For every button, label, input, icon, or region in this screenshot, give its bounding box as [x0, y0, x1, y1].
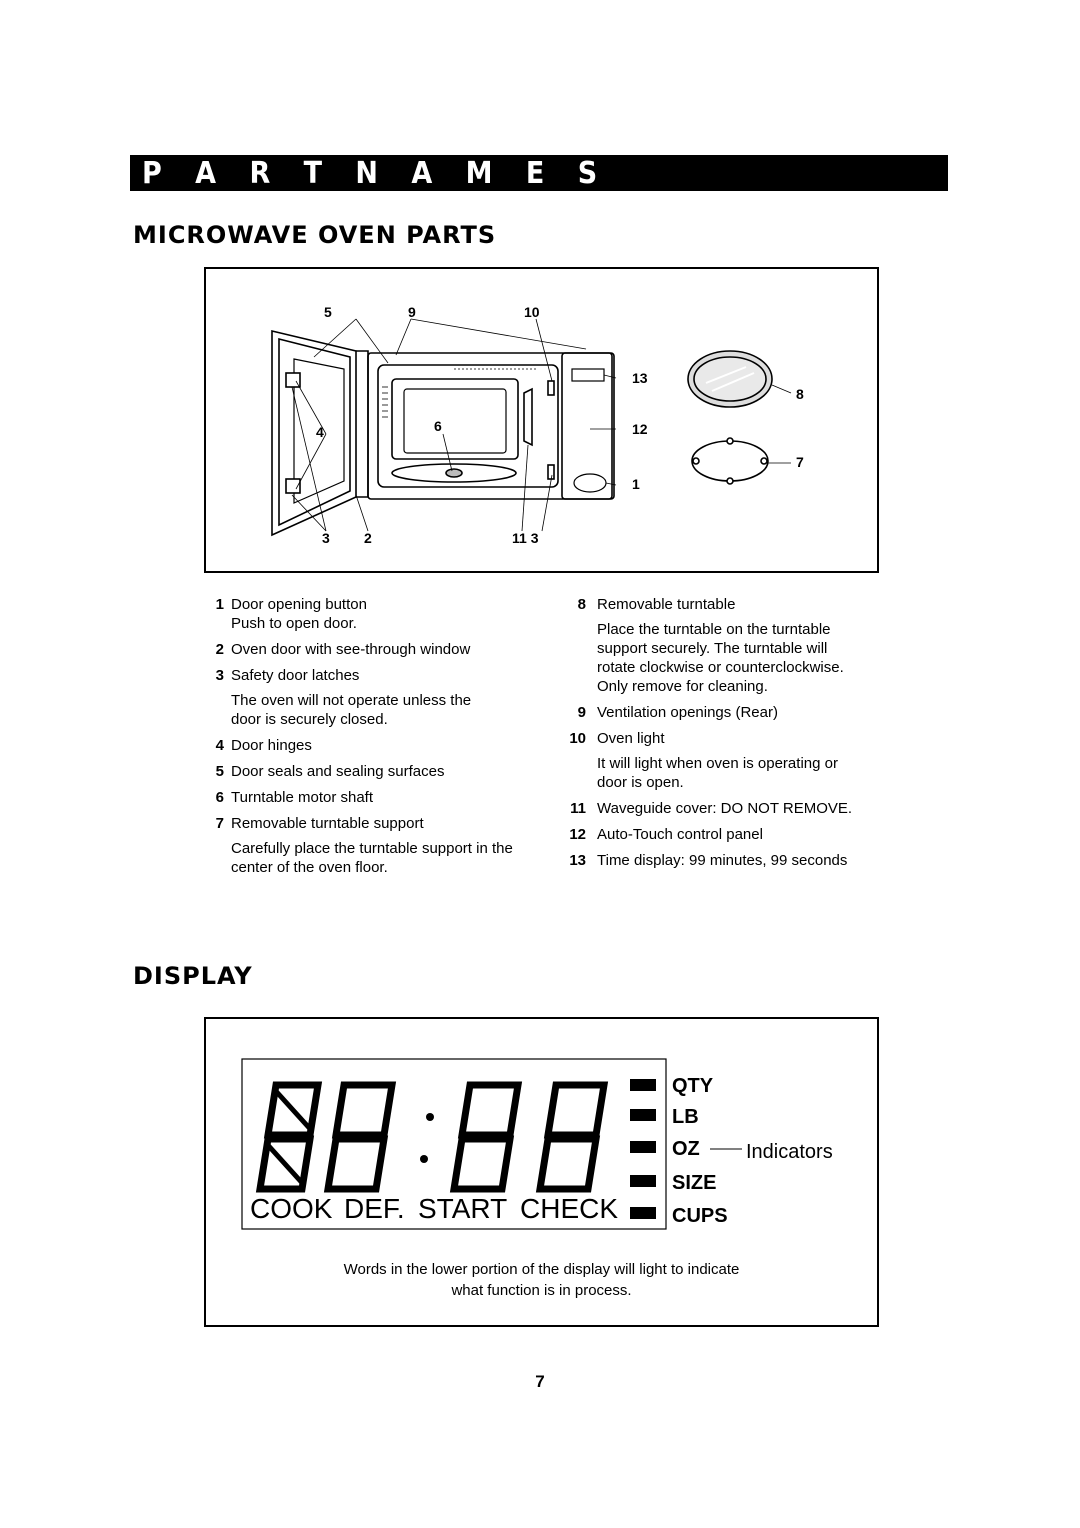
indicator-oz: OZ — [672, 1138, 700, 1160]
callout-9: 9 — [408, 304, 416, 320]
display-caption-line1: Words in the lower portion of the displa… — [343, 1261, 740, 1278]
item-note: It will light when oven is operating or … — [597, 755, 838, 791]
display-heading: DISPLAY — [133, 962, 253, 990]
callout-3: 3 — [322, 530, 330, 546]
item-note: Place the turntable on the turntable sup… — [597, 621, 844, 695]
banner-title: P A R T N A M E S — [142, 156, 610, 191]
callout-12: 12 — [632, 421, 648, 437]
display-figure-box: COOK DEF. START CHECK QTY LB OZ SIZE CUP… — [204, 1017, 879, 1327]
microwave-oven-illustration: 5 9 10 13 8 4 6 12 7 1 3 2 11 3 — [271, 304, 804, 546]
callout-7: 7 — [796, 454, 804, 470]
callout-2: 2 — [364, 530, 372, 546]
callout-1: 1 — [632, 476, 640, 492]
oven-figure-box: 5 9 10 13 8 4 6 12 7 1 3 2 11 3 — [204, 267, 879, 573]
indicator-size: SIZE — [672, 1172, 716, 1194]
item-note: The oven will not operate unless the doo… — [231, 692, 472, 728]
lcd-frame — [241, 1058, 667, 1230]
indicator-lb: LB — [672, 1106, 699, 1128]
callout-10: 10 — [524, 304, 540, 320]
display-caption-line2: what function is in process. — [451, 1282, 632, 1299]
indicators-label: Indicators — [746, 1141, 833, 1163]
callout-6: 6 — [434, 418, 442, 434]
word-cook: COOK — [250, 1193, 333, 1224]
word-def: DEF. — [344, 1193, 405, 1224]
word-check: CHECK — [520, 1193, 618, 1224]
lcd-display-illustration: COOK DEF. START CHECK QTY LB OZ SIZE CUP… — [241, 1058, 833, 1230]
page-number: 7 — [535, 1372, 545, 1391]
callout-13: 13 — [632, 370, 648, 386]
word-start: START — [418, 1193, 507, 1224]
callout-4: 4 — [316, 424, 324, 440]
callout-5: 5 — [324, 304, 332, 320]
item-note: Carefully place the turntable support in… — [231, 840, 513, 876]
oven-parts-heading: MICROWAVE OVEN PARTS — [133, 221, 497, 249]
indicator-qty: QTY — [672, 1075, 714, 1097]
section-banner: P A R T N A M E S — [130, 155, 948, 191]
callout-8: 8 — [796, 386, 804, 402]
indicator-cups: CUPS — [672, 1205, 728, 1227]
callout-11-3: 11 3 — [512, 530, 539, 546]
